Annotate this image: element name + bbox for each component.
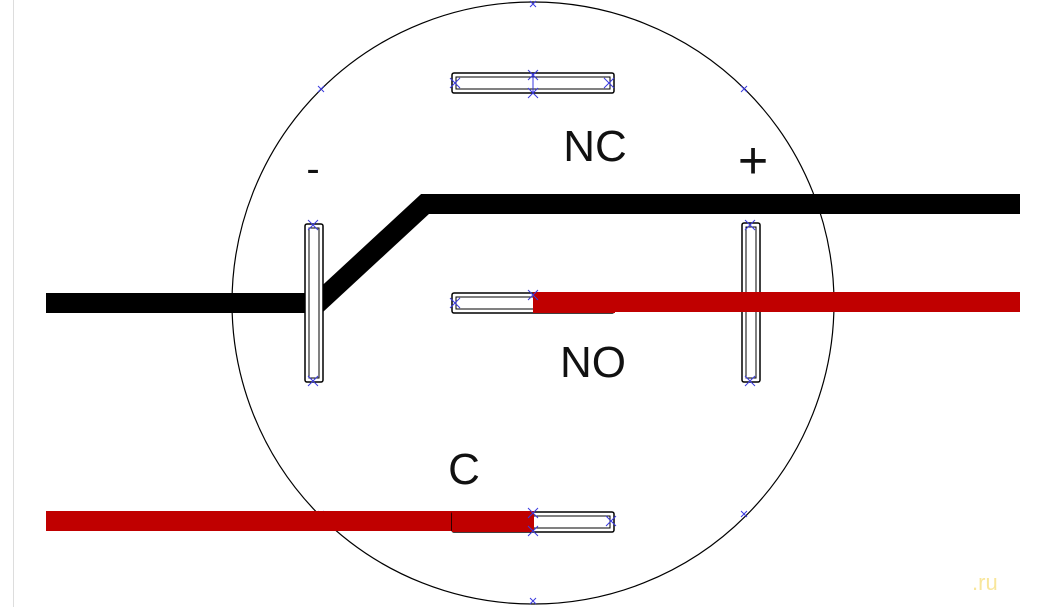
- marker-top-left: [317, 85, 325, 93]
- c-label: C: [448, 445, 480, 494]
- marker-top-right: [740, 85, 748, 93]
- terminal-markers: [307, 69, 756, 537]
- no-label: NO: [560, 338, 626, 387]
- terminal-minus-inner: [308, 227, 320, 379]
- marker-bottom: [529, 597, 537, 605]
- terminal-nc: [451, 72, 615, 94]
- watermark-text: .ru: [972, 570, 998, 595]
- left-border-line: [13, 0, 14, 607]
- nc-label: NC: [563, 122, 627, 171]
- black-wire: [46, 194, 1020, 313]
- terminal-minus: [304, 223, 324, 383]
- marker-top: [529, 0, 537, 8]
- plus-label: +: [738, 132, 768, 190]
- minus-label: -: [306, 147, 319, 191]
- terminal-c: [451, 511, 615, 533]
- marker-bottom-right: [740, 510, 748, 518]
